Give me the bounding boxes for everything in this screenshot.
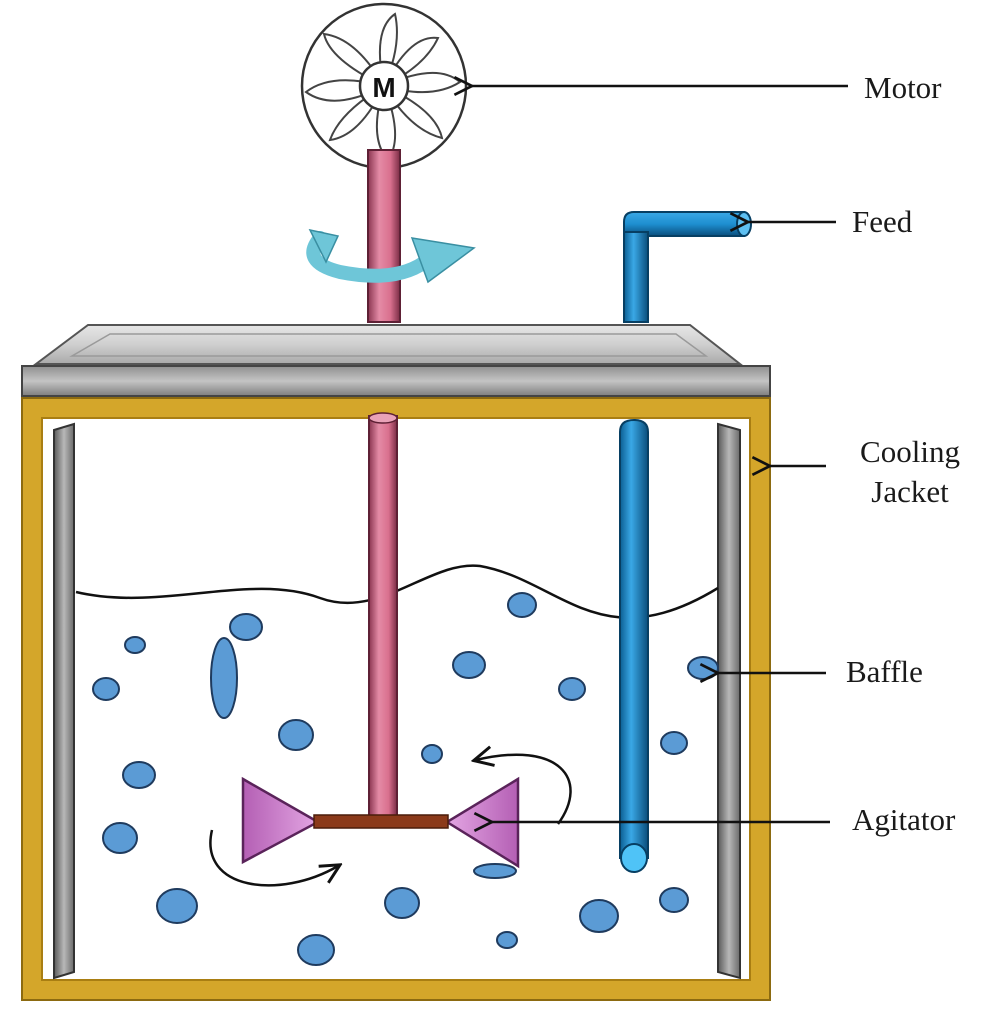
feed-pipe-vertical: [623, 231, 649, 323]
liquid-surface: [75, 564, 719, 619]
bubble: [122, 761, 156, 789]
tank-lid: [21, 324, 771, 397]
bubble: [297, 934, 335, 966]
bubble: [92, 677, 120, 701]
bubble: [452, 651, 486, 679]
impeller-blade-left: [241, 776, 321, 865]
flow-arrow-icon: [476, 755, 572, 825]
motor: M: [300, 2, 468, 170]
bubble: [659, 887, 689, 913]
lid-rim: [21, 365, 771, 397]
baffle-right: [717, 422, 741, 980]
bubble: [579, 899, 619, 933]
label-motor: Motor: [864, 70, 942, 105]
bubble: [507, 592, 537, 618]
bubble: [210, 637, 238, 719]
bubble: [278, 719, 314, 751]
bubble: [102, 822, 138, 854]
flow-arrow-icon: [209, 829, 338, 887]
impeller-hub-bar: [313, 814, 449, 829]
label-cooling-jacket-line1: Cooling: [860, 434, 960, 469]
feed-pipe: [623, 211, 752, 323]
agitator-shaft: [368, 415, 398, 817]
baffle-left: [53, 422, 75, 980]
label-cooling-jacket-line2: Jacket: [871, 474, 949, 509]
bubble: [558, 677, 586, 701]
feed-dip-tube-outlet: [620, 843, 648, 873]
bubble: [687, 656, 719, 680]
callouts: [472, 86, 848, 822]
lid-top: [33, 324, 743, 365]
motor-symbol: M: [372, 72, 395, 103]
motor-hub: [358, 60, 410, 112]
bubble: [124, 636, 146, 654]
bubble: [496, 931, 518, 949]
feed-dip-tube: [619, 418, 649, 859]
label-baffle: Baffle: [846, 654, 923, 689]
bubble: [421, 744, 443, 764]
bubble: [473, 863, 517, 879]
label-feed: Feed: [852, 204, 913, 239]
feed-pipe-horizontal: [623, 211, 745, 237]
bubble: [156, 888, 198, 924]
label-agitator: Agitator: [852, 802, 956, 837]
bubble: [660, 731, 688, 755]
gas-bubbles: [92, 592, 719, 966]
bubble: [384, 887, 420, 919]
shaft-upper: [367, 149, 401, 323]
rotation-arrow-icon: [306, 228, 476, 284]
feed-inlet-opening: [736, 211, 752, 237]
bubble: [229, 613, 263, 641]
